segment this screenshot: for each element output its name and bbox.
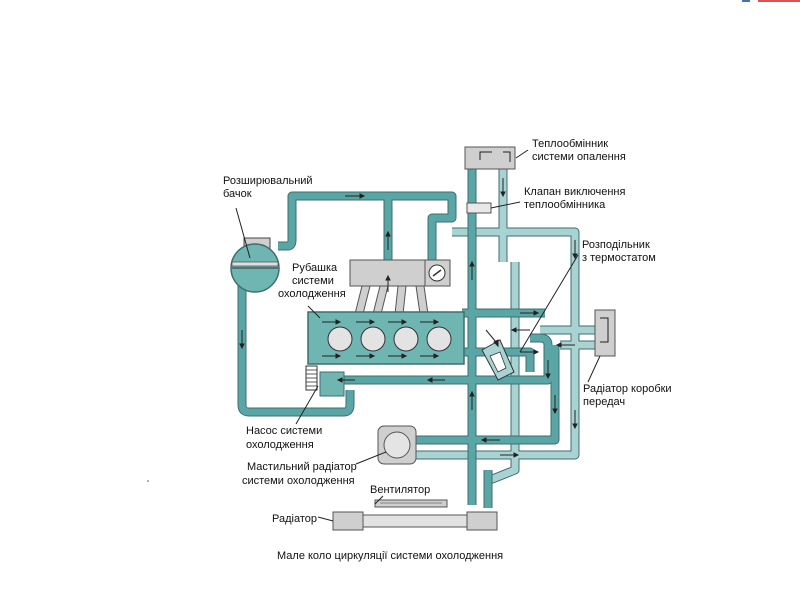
- cylinder-head: [349, 259, 451, 287]
- cylinder-2: [360, 326, 386, 352]
- radiator: [332, 511, 498, 531]
- label-pump: Насос системи охолодження: [246, 425, 325, 451]
- label-gearbox-radiator: Радіатор коробки передач: [583, 383, 675, 408]
- diagram-caption: Мале коло циркуляції системи охолодження: [277, 550, 503, 562]
- label-thermostat: Розподільник з термостатом: [582, 239, 656, 264]
- water-pump: [305, 365, 345, 397]
- cylinder-1: [327, 326, 353, 352]
- label-water-jacket: Рубашка системи охолодження: [278, 262, 346, 300]
- manifold-runners: [354, 285, 429, 315]
- label-radiator: Радіатор: [272, 513, 317, 525]
- corner-mark-red: [758, 0, 800, 2]
- flow-arrows: [239, 178, 578, 458]
- label-heater-core: Теплообмінник системи опалення: [532, 138, 626, 163]
- engine-block: [307, 311, 465, 365]
- cylinder-4: [426, 326, 452, 352]
- cylinder-3: [393, 326, 419, 352]
- label-oil-cooler: Мастильний радіатор системи охолодження: [242, 461, 360, 487]
- corner-mark: [742, 0, 750, 2]
- leader-lines: [235, 149, 601, 522]
- gearbox-radiator: [594, 309, 616, 357]
- label-fan: Вентилятор: [370, 484, 430, 496]
- label-heater-valve: Клапан виключення теплообмінника: [524, 186, 629, 211]
- heater-valve: [466, 202, 492, 214]
- expansion-tank: [230, 237, 280, 293]
- fan: [374, 499, 448, 508]
- thermostat: [481, 339, 515, 381]
- label-expansion-tank: Розширювальний бачок: [223, 175, 316, 200]
- stray-dot: [147, 480, 149, 482]
- heater-core: [464, 146, 516, 170]
- oil-cooler: [377, 425, 417, 465]
